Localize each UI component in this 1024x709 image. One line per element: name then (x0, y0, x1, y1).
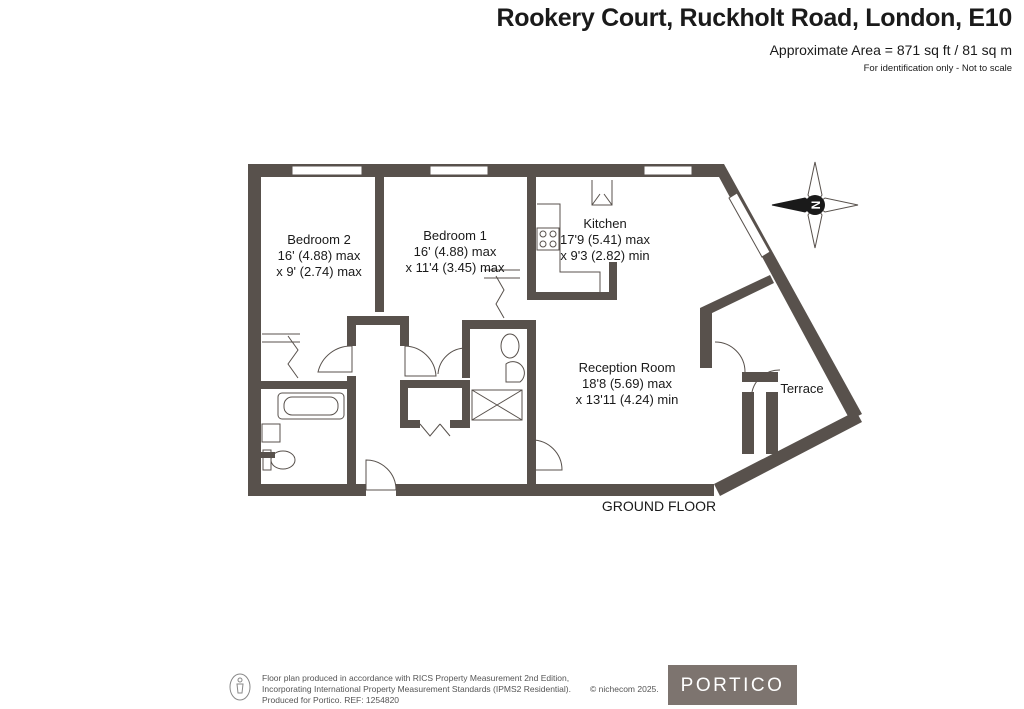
footer-disclaimer: Floor plan produced in accordance with R… (262, 673, 571, 706)
room-bedroom-2: Bedroom 2 16' (4.88) max x 9' (2.74) max (276, 232, 362, 279)
room-dimension: x 9' (2.74) max (276, 264, 362, 279)
room-dimension: x 11'4 (3.45) max (405, 260, 505, 275)
room-name: Terrace (780, 381, 823, 396)
footer-line: Incorporating International Property Mea… (262, 684, 571, 694)
floor-label: GROUND FLOOR (602, 498, 716, 514)
room-dimension: x 13'11 (4.24) min (576, 392, 679, 407)
compass-north-label: N (809, 201, 823, 210)
room-name: Bedroom 1 (423, 228, 487, 243)
room-dimension: 17'9 (5.41) max (560, 232, 650, 247)
logo-text: PORTICO (680, 675, 785, 696)
room-dimension: 18'8 (5.69) max (582, 376, 672, 391)
room-dimension: x 9'3 (2.82) min (560, 248, 649, 263)
room-name: Reception Room (579, 360, 676, 375)
room-dimension: 16' (4.88) max (414, 244, 497, 259)
fixtures (261, 203, 601, 471)
scale-note: For identification only - Not to scale (863, 63, 1012, 74)
windows (291, 165, 771, 258)
room-name: Kitchen (583, 216, 626, 231)
room-kitchen: Kitchen 17'9 (5.41) max x 9'3 (2.82) min (560, 216, 650, 263)
footer-line: Floor plan produced in accordance with R… (262, 673, 570, 683)
room-name: Bedroom 2 (287, 232, 351, 247)
compass-icon: N (771, 161, 859, 249)
footer-credit: © nichecom 2025. (590, 684, 659, 694)
doors (317, 180, 781, 491)
footer-line: Produced for Portico. REF: 1254820 (262, 695, 400, 705)
approximate-area: Approximate Area = 871 sq ft / 81 sq m (769, 42, 1012, 58)
portico-logo: PORTICO (668, 665, 797, 705)
room-reception: Reception Room 18'8 (5.69) max x 13'11 (… (576, 360, 679, 407)
room-terrace: Terrace (780, 381, 823, 396)
room-bedroom-1: Bedroom 1 16' (4.88) max x 11'4 (3.45) m… (405, 228, 505, 275)
property-title: Rookery Court, Ruckholt Road, London, E1… (496, 4, 1012, 32)
interior-walls (255, 170, 778, 484)
room-dimension: 16' (4.88) max (278, 248, 361, 263)
rics-icon (229, 673, 251, 701)
